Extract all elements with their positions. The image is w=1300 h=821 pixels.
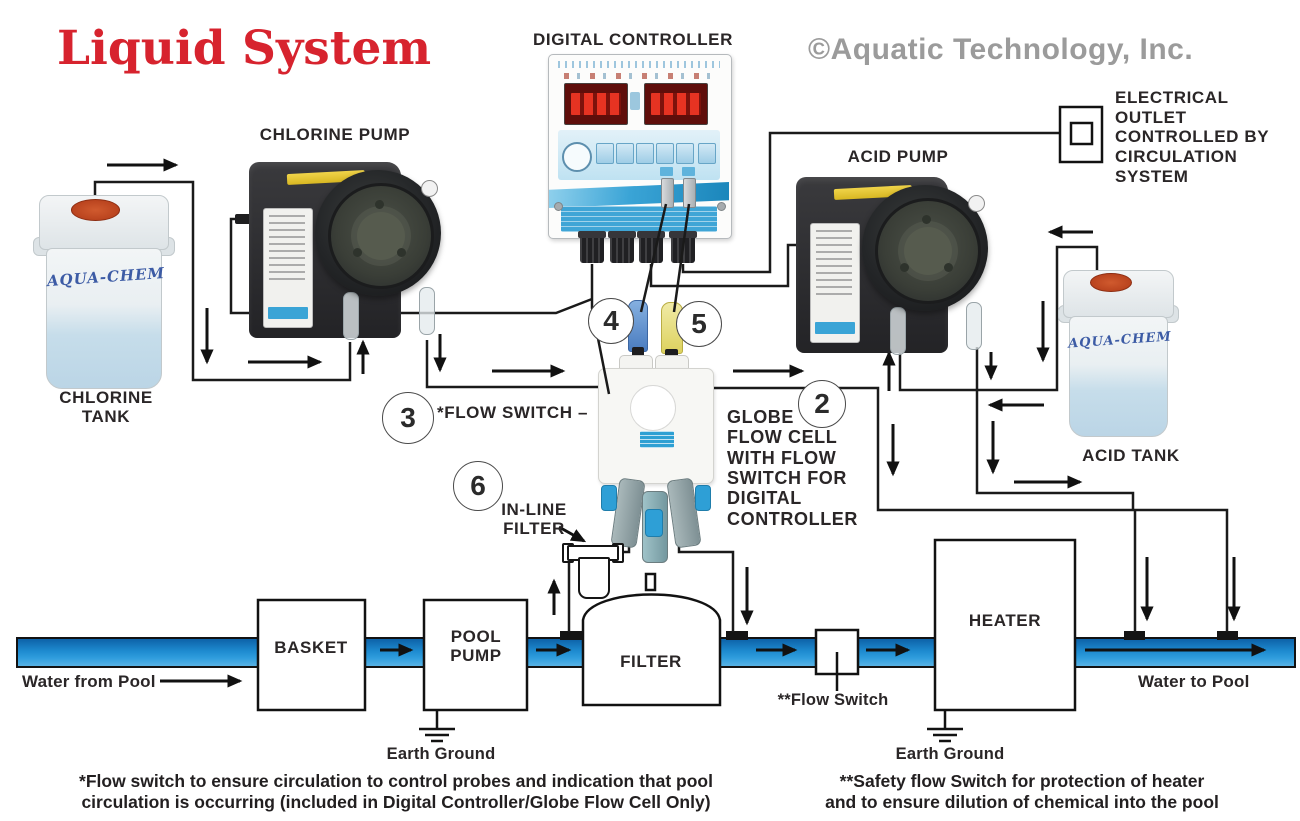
water-to-pool-label: Water to Pool [1138,672,1250,691]
probe-bnc-connector [661,178,674,208]
controller-button [616,143,634,164]
pump-discharge-tube [419,287,435,335]
globe-flow-cell-label: GLOBE FLOW CELL WITH FLOW SWITCH FOR DIG… [727,407,858,529]
earth-ground-symbol-heater [927,710,963,743]
controller-button [698,143,716,164]
callout-5-circle: 5 [676,301,722,347]
footnote-flow-switch: *Flow switch to ensure circulation to co… [79,771,713,812]
callout-5-number: 5 [691,308,707,339]
controller-cable-connector [669,231,697,263]
controller-cable-connector [637,231,665,263]
filter-vent-stub [644,572,657,592]
chlorine-pump-label: CHLORINE PUMP [259,125,411,144]
controller-display-right [644,83,708,125]
tank-cap [1090,273,1132,293]
acid-pump-label: ACID PUMP [847,147,949,166]
acid-pump-unit [790,167,1005,362]
controller-center-icon [630,92,640,110]
water-from-pool-label: Water from Pool [22,672,156,691]
callout-3-number: 3 [400,402,416,433]
flow-cell-sight-circle [630,385,676,431]
pump-discharge-tube [966,302,982,350]
flow-switch-callout-label: *FLOW SWITCH – [437,403,588,422]
controller-button [676,143,694,164]
callout-6-circle: 6 [453,461,503,511]
filter-label: FILTER [620,652,682,671]
pump-suction-tube [343,292,359,340]
screw [717,202,726,211]
probe-bnc-connector [683,178,696,208]
controller-button [656,143,674,164]
flow-cell-valve-knob [695,485,711,511]
controller-dial [562,142,592,172]
basket-label: BASKET [274,638,348,657]
earth-ground-symbol-pump [419,710,455,743]
page-title: Liquid System [57,21,432,76]
pump-head-thumbscrew [421,180,438,197]
chlorine-pump-unit [235,152,458,347]
digital-controller-unit [548,54,732,266]
flow-cell-valve-knob [601,485,617,511]
callout-6-number: 6 [470,470,486,501]
pipe-flow-switch-label: **Flow Switch [777,691,889,709]
controller-top-ticks [558,61,720,68]
controller-display-legend [564,73,714,79]
controller-info-panel [561,206,717,232]
heater-label: HEATER [968,611,1042,630]
controller-button [596,143,614,164]
pool-pump-label: POOL PUMP [450,627,502,666]
inline-filter-unit [562,541,624,599]
flow-cell-valve-knob [645,509,663,537]
electrical-outlet-label: ELECTRICAL OUTLET CONTROLLED BY CIRCULAT… [1115,88,1270,186]
acid-tank-jug: AQUA-CHEM [1058,268,1182,438]
pump-spec-label [810,223,860,343]
earth-ground-label-pump: Earth Ground [386,745,496,763]
earth-ground-label-heater: Earth Ground [895,745,1005,763]
inline-filter-label: IN-LINE FILTER [501,500,567,539]
controller-display-left [564,83,628,125]
footnote-safety-switch: **Safety flow Switch for protection of h… [825,771,1219,812]
probe-port-indicator [660,167,673,176]
controller-button [636,143,654,164]
acid-tank-label: ACID TANK [1082,446,1180,465]
chlorine-tank-label: CHLORINE TANK [59,388,153,427]
controller-cable-connector [578,231,606,263]
callout-3-circle: 3 [382,392,434,444]
chlorine-tank-jug: AQUA-CHEM [33,193,179,391]
globe-flow-cell-unit [595,295,715,565]
digital-controller-label: DIGITAL CONTROLLER [533,30,733,49]
flow-cell-label [640,431,674,448]
callout-4-number: 4 [603,305,619,336]
pump-head-thumbscrew [968,195,985,212]
callout-4-circle: 4 [588,298,634,344]
screw [554,202,563,211]
electrical-outlet-symbol [1058,105,1104,164]
tank-cap [70,198,120,221]
controller-cable-connector [608,231,636,263]
pump-suction-tube [890,307,906,355]
probe-port-indicator [682,167,695,176]
copyright-text: ©Aquatic Technology, Inc. [808,33,1194,66]
pump-spec-label [263,208,313,328]
